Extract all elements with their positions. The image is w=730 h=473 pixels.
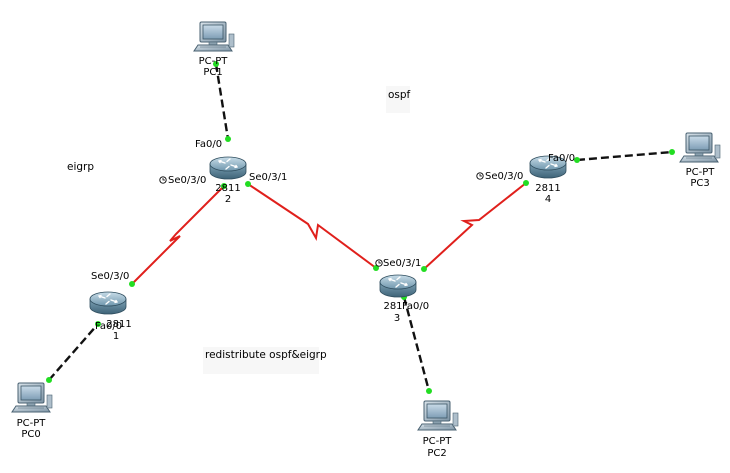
router-r4[interactable]: 2811 4 bbox=[529, 155, 567, 205]
router-icon bbox=[89, 291, 127, 315]
pc-model-label: PC-PT bbox=[686, 167, 716, 178]
interface-label-r2-se1: Se0/3/1 bbox=[249, 172, 287, 183]
pc-name-label: PC1 bbox=[203, 67, 222, 78]
clock-icon bbox=[159, 176, 167, 184]
ethernet-link-r3-pc2[interactable] bbox=[402, 296, 431, 392]
port-dot bbox=[669, 149, 675, 155]
pc-icon bbox=[417, 400, 459, 431]
interface-label-r3-fa: Fa0/0 bbox=[402, 301, 429, 312]
clock-hands bbox=[479, 174, 482, 177]
pc-model-label: PC-PT bbox=[199, 56, 229, 67]
ethernet-link-pc0-r1[interactable] bbox=[48, 323, 99, 381]
port-dot bbox=[523, 180, 529, 186]
port-dot bbox=[426, 388, 432, 394]
port-dots bbox=[46, 61, 675, 394]
ethernet-link-r4-pc3[interactable] bbox=[576, 150, 673, 162]
port-dot bbox=[574, 157, 580, 163]
pc-name-label: PC3 bbox=[690, 178, 709, 189]
clock-hands bbox=[378, 261, 381, 264]
serial-link-r2-r1[interactable] bbox=[131, 185, 225, 285]
pc-name-label: PC2 bbox=[427, 448, 446, 459]
pc-name-label: PC0 bbox=[21, 429, 40, 440]
port-dot bbox=[129, 281, 135, 287]
interface-label-r1-se: Se0/3/0 bbox=[91, 271, 129, 282]
port-dot bbox=[225, 136, 231, 142]
clock-hands bbox=[162, 178, 165, 181]
router-model-label: 281 bbox=[383, 301, 402, 312]
pc-pc2[interactable]: PC-PT PC2 bbox=[417, 400, 459, 459]
interface-label-r3-se-group: Se0/3/1 bbox=[375, 258, 421, 269]
router-model-label: 2811 bbox=[215, 183, 240, 194]
port-dot bbox=[221, 183, 227, 189]
pc-pc3[interactable]: PC-PT PC3 bbox=[679, 132, 721, 189]
pc-pc1[interactable]: PC-PT PC1 bbox=[193, 21, 235, 78]
router-name-label: 3 bbox=[394, 313, 400, 324]
serial-link-r3-r4[interactable] bbox=[423, 182, 527, 270]
links bbox=[48, 63, 673, 392]
port-dot bbox=[95, 321, 101, 327]
pc-icon bbox=[11, 382, 53, 413]
note-text: eigrp bbox=[67, 161, 94, 173]
clock-icon bbox=[476, 172, 484, 180]
ethernet-link-pc1-r2[interactable] bbox=[214, 63, 230, 140]
note-text: redistribute ospf&eigrp bbox=[205, 349, 327, 361]
pc-icon bbox=[679, 132, 721, 163]
port-dot bbox=[213, 61, 219, 67]
pc-icon bbox=[193, 21, 235, 52]
router-r1[interactable]: 2811 1 bbox=[89, 291, 132, 342]
interface-label-r4-se: Se0/3/0 bbox=[485, 171, 523, 182]
port-dot bbox=[245, 181, 251, 187]
port-dot bbox=[46, 377, 52, 383]
interface-label-r2-se0-group: Se0/3/0 bbox=[159, 175, 206, 186]
interface-label-r2-fa: Fa0/0 bbox=[195, 139, 222, 150]
router-model-label: 2811 bbox=[106, 319, 131, 330]
router-name-label: 2 bbox=[225, 194, 231, 205]
router-name-label: 1 bbox=[113, 331, 119, 342]
router-name-label: 4 bbox=[545, 194, 551, 205]
note-ospf[interactable]: ospf bbox=[386, 86, 411, 113]
router-r3[interactable]: 281 3 bbox=[379, 274, 417, 324]
interface-label-r4-se-group: Se0/3/0 bbox=[476, 171, 523, 182]
port-dot bbox=[373, 265, 379, 271]
pc-model-label: PC-PT bbox=[423, 436, 453, 447]
port-dot bbox=[421, 266, 427, 272]
router-model-label: 2811 bbox=[535, 183, 560, 194]
router-icon bbox=[209, 156, 247, 180]
interface-labels: Fa0/0 Se0/3/0 Se0/3/1 Se0/3/0 Fa0/0 Se0/… bbox=[91, 139, 575, 332]
note-text: ospf bbox=[388, 89, 411, 101]
interface-label-r1-fa: Fa0/0 bbox=[95, 321, 122, 332]
pc-pc0[interactable]: PC-PT PC0 bbox=[11, 382, 53, 440]
interface-label-r4-fa: Fa0/0 bbox=[548, 153, 575, 164]
router-icon bbox=[379, 274, 417, 298]
clock-icon bbox=[375, 259, 383, 267]
router-r2[interactable]: 2811 2 bbox=[209, 156, 247, 205]
note-background bbox=[203, 347, 319, 374]
interface-label-r2-se0: Se0/3/0 bbox=[168, 175, 206, 186]
serial-link-r2-r3[interactable] bbox=[247, 183, 377, 269]
note-eigrp[interactable]: eigrp bbox=[67, 161, 94, 173]
pc-model-label: PC-PT bbox=[17, 418, 47, 429]
interface-label-r3-se: Se0/3/1 bbox=[383, 258, 421, 269]
note-background bbox=[386, 86, 410, 113]
note-redistribute[interactable]: redistribute ospf&eigrp bbox=[203, 347, 327, 374]
